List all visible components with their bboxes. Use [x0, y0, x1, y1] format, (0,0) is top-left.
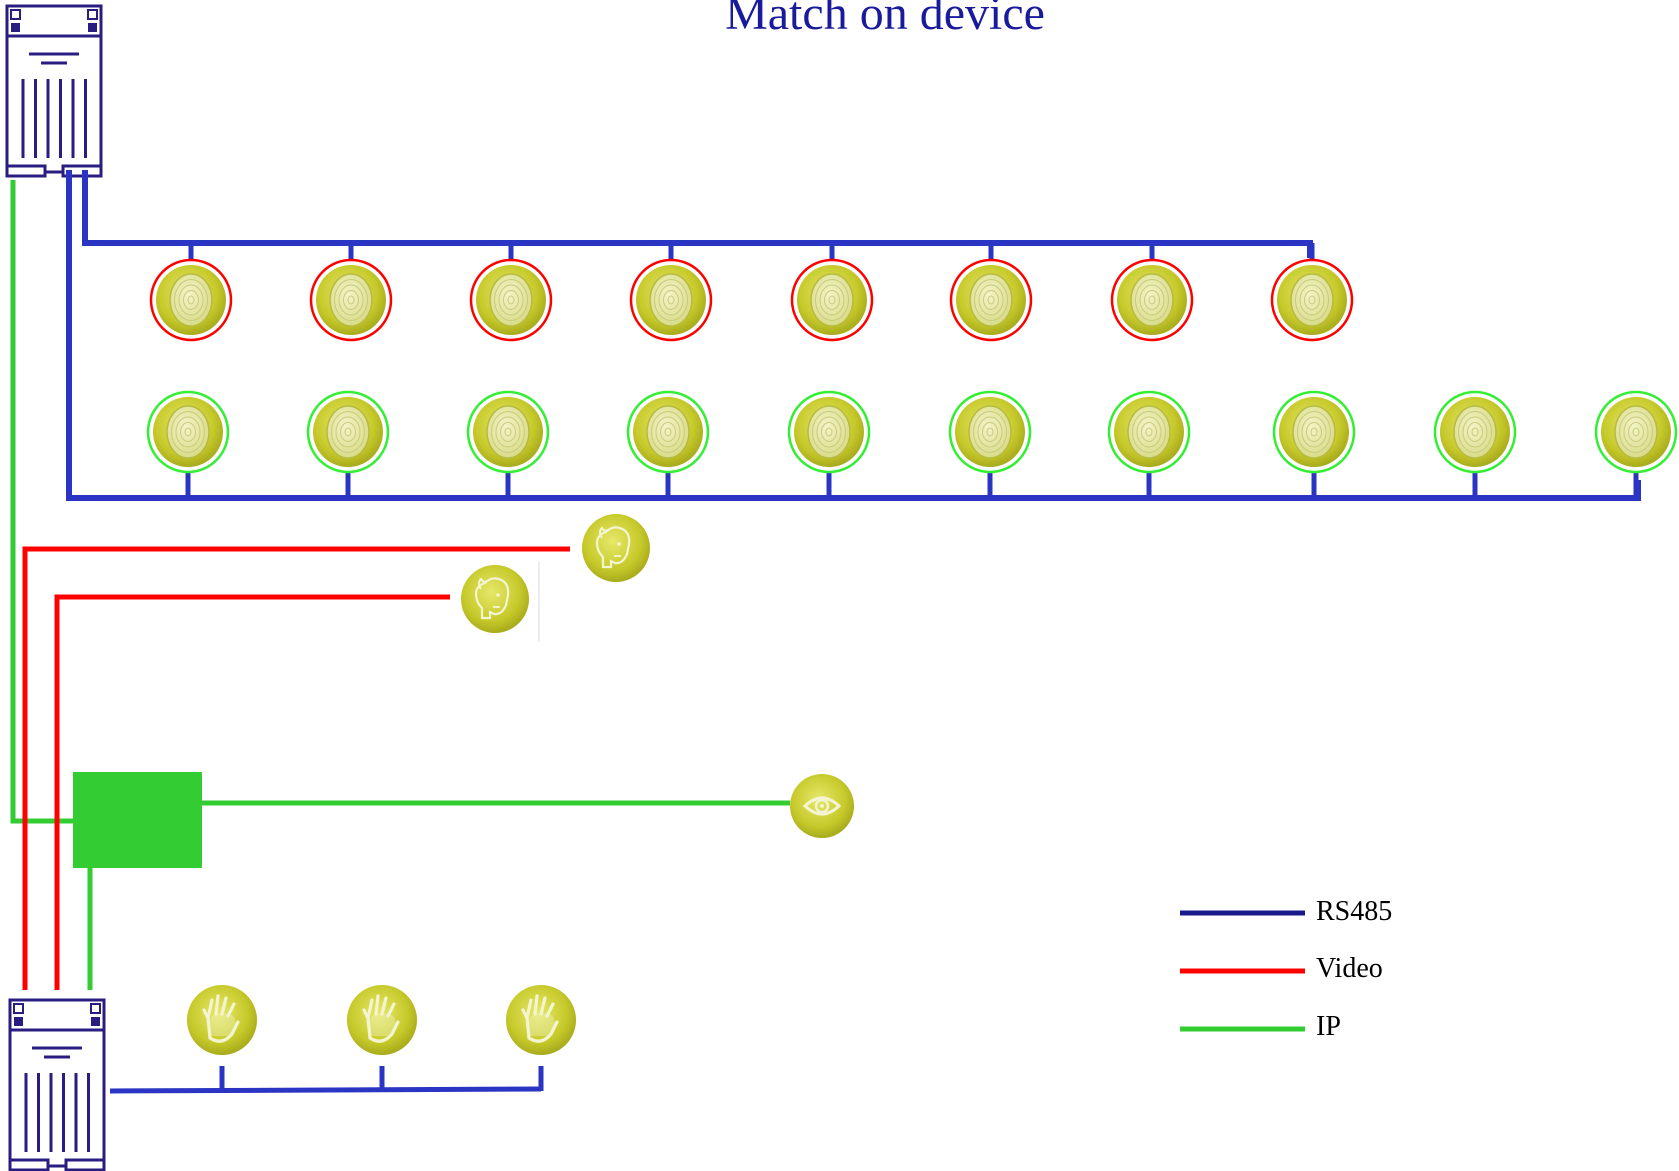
fingerprint-reader-icon — [949, 258, 1033, 342]
fingerprint-reader-icon — [309, 258, 393, 342]
fingerprint-reader-icon — [1110, 258, 1194, 342]
legend — [1180, 910, 1305, 1032]
legend-label-video: Video — [1316, 953, 1383, 984]
video-wires — [22, 546, 570, 990]
fingerprint-reader-icon — [948, 390, 1032, 474]
face-reader-icon — [582, 514, 650, 582]
legend-label-ip: IP — [1316, 1011, 1341, 1042]
fingerprint-reader-icon — [790, 258, 874, 342]
page-title: Match on device — [725, 0, 1045, 40]
fingerprint-reader-icon — [629, 258, 713, 342]
iris-reader-icon — [790, 774, 854, 838]
fingerprint-reader-icon — [626, 390, 710, 474]
rs485-bus-bottom — [109, 1066, 544, 1094]
network-switch — [73, 772, 202, 868]
fingerprint-reader-icon — [466, 390, 550, 474]
fingerprint-reader-icon — [787, 390, 871, 474]
fingerprint-reader-icon — [1594, 390, 1678, 474]
legend-label-rs485: RS485 — [1316, 896, 1393, 927]
fingerprint-reader-icon — [149, 258, 233, 342]
fingerprint-readers-ip — [146, 390, 1678, 474]
hand-readers — [187, 985, 576, 1055]
fingerprint-reader-icon — [146, 390, 230, 474]
controller-device-top — [5, 4, 103, 178]
hand-reader-icon — [187, 985, 257, 1055]
fingerprint-reader-icon — [306, 390, 390, 474]
rs485-drops-green-row — [185, 470, 1639, 498]
fingerprint-reader-icon — [1433, 390, 1517, 474]
fingerprint-reader-icon — [1107, 390, 1191, 474]
controller-device-bottom — [8, 998, 106, 1171]
hand-reader-icon — [347, 985, 417, 1055]
fingerprint-readers-video — [149, 258, 1354, 342]
fingerprint-reader-icon — [1270, 258, 1354, 342]
face-reader-icon — [461, 565, 529, 633]
fingerprint-reader-icon — [1272, 390, 1356, 474]
hand-reader-icon — [506, 985, 576, 1055]
fingerprint-reader-icon — [469, 258, 553, 342]
